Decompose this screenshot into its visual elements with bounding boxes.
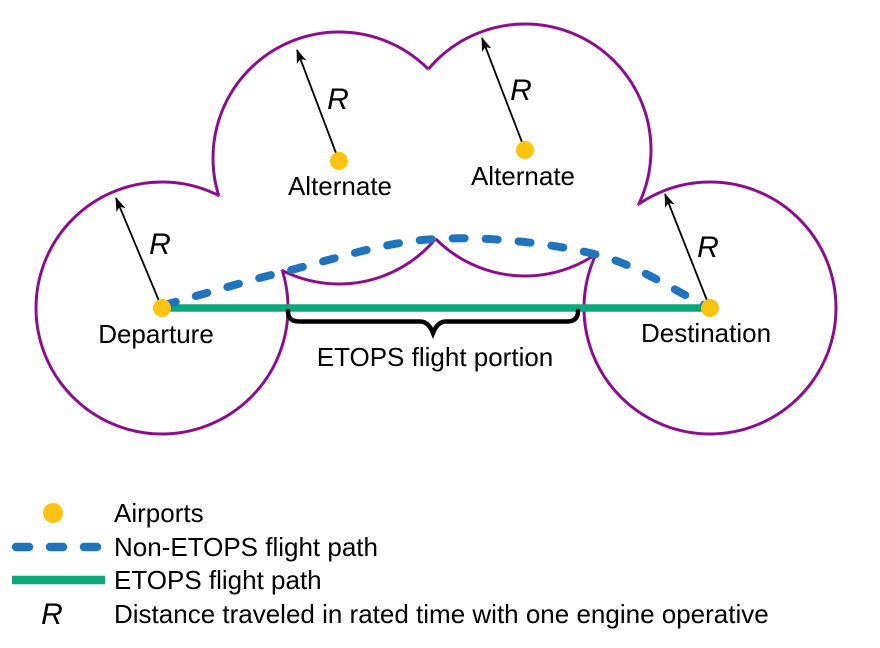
departure-label: Departure	[98, 319, 214, 349]
legend: Airports Non-ETOPS flight path ETOPS fli…	[11, 498, 769, 631]
radius-label-destination: R	[697, 231, 719, 264]
range-circle-alternate-right	[397, 22, 653, 278]
destination-label: Destination	[641, 318, 771, 348]
non-etops-flight-path-line	[160, 234, 711, 310]
airport-dot-alternate-right	[516, 141, 534, 159]
airport-dot-alternate-left	[330, 152, 348, 170]
airport-dots	[153, 141, 719, 317]
legend-radius-symbol: R	[41, 598, 63, 631]
radius-label-departure: R	[149, 228, 171, 261]
radius-arrow-destination	[664, 193, 711, 309]
radius-arrows	[115, 37, 711, 309]
etops-portion-brace	[285, 308, 581, 340]
alternate-left-label: Alternate	[288, 171, 392, 201]
radius-label-alternate-left: R	[327, 83, 349, 116]
airport-dot-destination	[701, 299, 719, 317]
range-circle-alternate-left	[211, 30, 467, 286]
legend-etops-label: ETOPS flight path	[114, 565, 322, 595]
radius-arrow-alternate-right	[481, 37, 526, 151]
legend-airport-dot-icon	[43, 503, 63, 523]
radius-arrow-alternate-left	[296, 49, 340, 162]
airport-dot-departure	[153, 299, 171, 317]
radius-label-alternate-right: R	[510, 74, 532, 107]
radius-arrow-departure	[115, 197, 163, 309]
legend-non-etops-label: Non-ETOPS flight path	[114, 532, 378, 562]
legend-radius-label: Distance traveled in rated time with one…	[114, 599, 769, 629]
alternate-right-label: Alternate	[471, 161, 575, 191]
legend-airports-label: Airports	[114, 498, 204, 528]
etops-portion-label: ETOPS flight portion	[317, 342, 554, 372]
